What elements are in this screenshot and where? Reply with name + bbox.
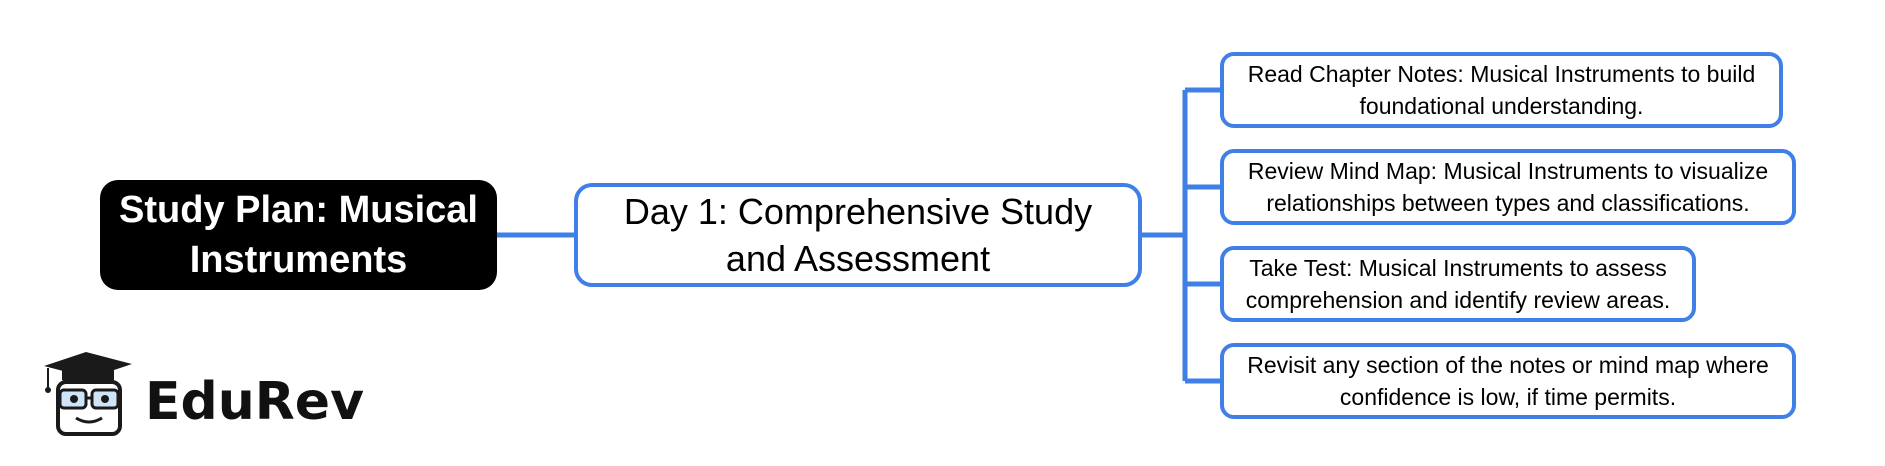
task-node-revisit: Revisit any section of the notes or mind…	[1220, 343, 1796, 419]
task-node-label: Read Chapter Notes: Musical Instruments …	[1247, 61, 1756, 119]
graduation-cap-mascot-icon	[44, 352, 132, 436]
task-node-label: Revisit any section of the notes or mind…	[1247, 352, 1769, 410]
root-node-label: Study Plan: Musical Instruments	[119, 189, 478, 281]
root-node: Study Plan: Musical Instruments	[100, 180, 497, 290]
task-node-take-test: Take Test: Musical Instruments to assess…	[1220, 246, 1696, 322]
task-node-read-notes: Read Chapter Notes: Musical Instruments …	[1220, 52, 1783, 128]
task-node-label: Take Test: Musical Instruments to assess…	[1245, 255, 1671, 313]
day-1-node-label: Day 1: Comprehensive Study and Assessmen…	[623, 191, 1093, 279]
task-node-label: Review Mind Map: Musical Instruments to …	[1247, 158, 1769, 216]
day-1-node: Day 1: Comprehensive Study and Assessmen…	[574, 183, 1142, 287]
task-node-review-mind-map: Review Mind Map: Musical Instruments to …	[1220, 149, 1796, 225]
brand-name: EduRev	[145, 372, 364, 432]
